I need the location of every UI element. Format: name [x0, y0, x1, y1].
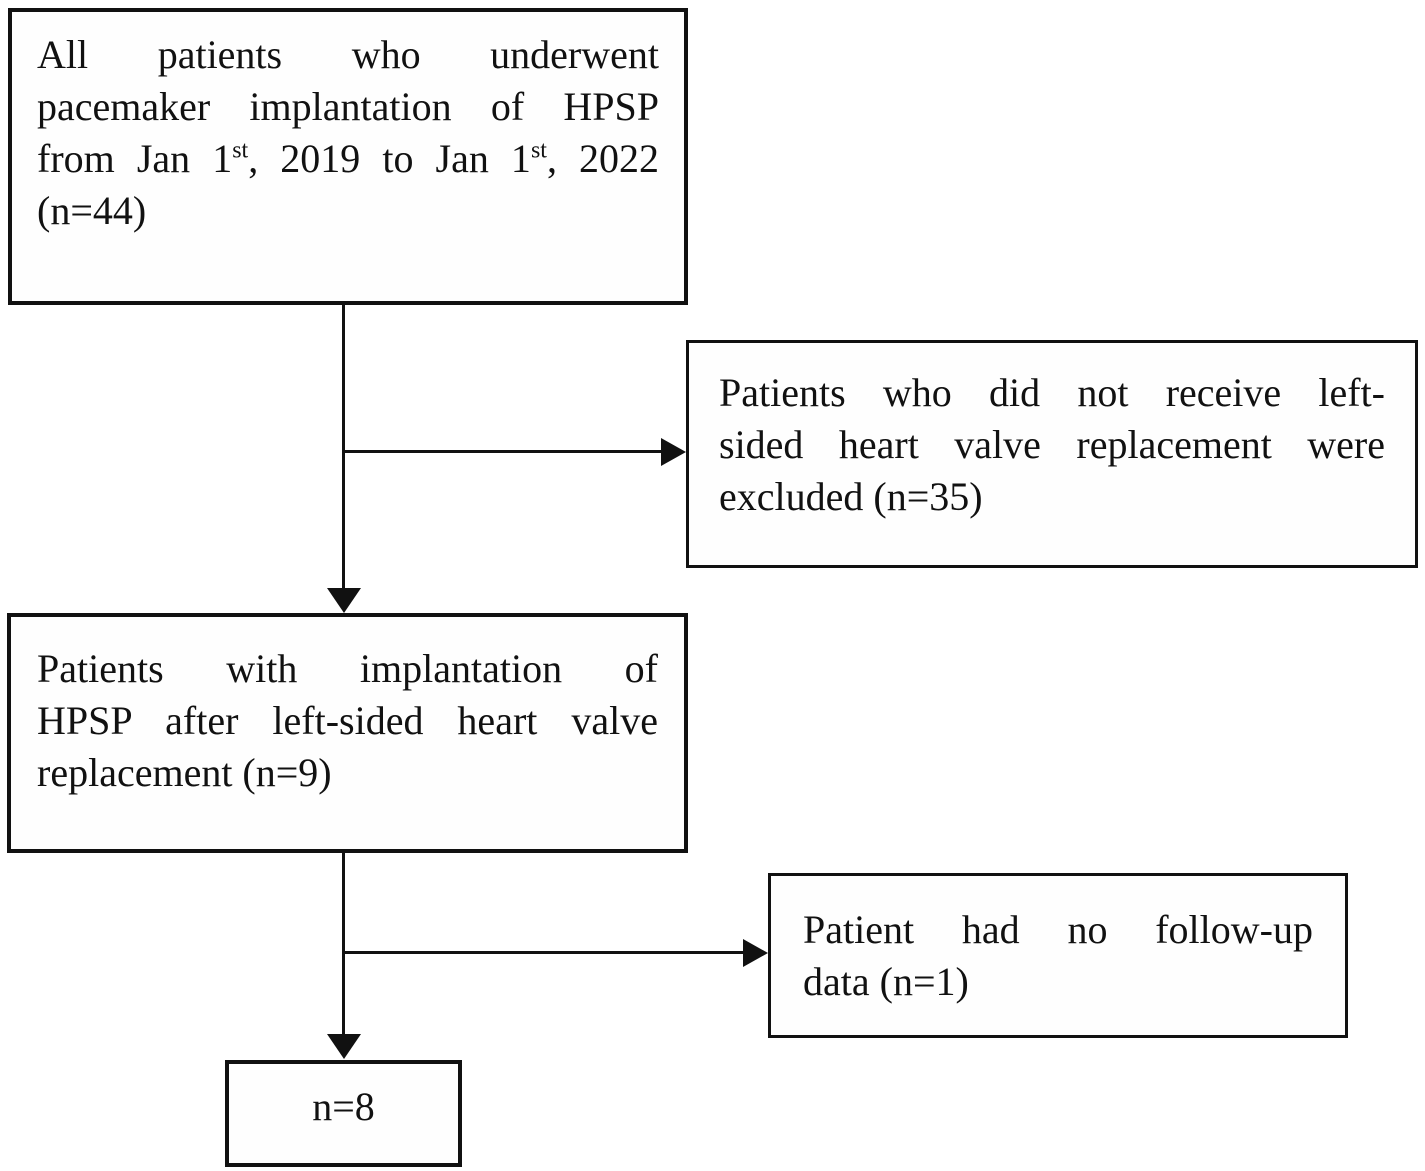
arrow-right-icon: [661, 438, 686, 466]
final-count-label: n=8: [312, 1083, 375, 1129]
flow-box-hpsp-count: replacement (n=9): [37, 750, 332, 795]
flow-box-final-count: n=8: [225, 1060, 462, 1167]
flow-box-all-patients-count: (n=44): [37, 188, 147, 233]
date-range-text: , 2022: [546, 136, 660, 181]
ordinal-superscript: st: [530, 137, 547, 164]
flow-box-excluded-line2: sided heart valve replacement were: [719, 422, 1385, 467]
flow-box-all-patients: All patients who underwent pacemaker imp…: [8, 8, 688, 305]
flow-box-all-patients-line1: All patients who underwent: [37, 32, 659, 77]
arrow-down-icon: [327, 1034, 361, 1059]
flow-box-hpsp-line1: Patients with implantation of: [37, 646, 658, 691]
flow-box-hpsp-after-valve: Patients with implantation of HPSP after…: [7, 613, 688, 853]
connector-horizontal-2: [342, 951, 743, 954]
flow-box-all-patients-line3: from Jan 1st, 2019 to Jan 1st, 2022: [37, 133, 659, 185]
arrow-right-icon: [743, 939, 768, 967]
arrow-down-icon: [327, 588, 361, 613]
date-range-text: from Jan 1: [37, 136, 233, 181]
flow-box-hpsp-line2: HPSP after left-sided heart valve: [37, 698, 658, 743]
flow-box-all-patients-line2: pacemaker implantation of HPSP: [37, 84, 659, 129]
flow-box-excluded-no-valve: Patients who did not receive left- sided…: [686, 340, 1418, 568]
connector-vertical-2: [342, 853, 345, 1036]
connector-horizontal-1: [342, 450, 662, 453]
flow-box-no-followup-line1: Patient had no follow-up: [803, 907, 1313, 952]
flow-box-excluded-count: excluded (n=35): [719, 474, 983, 519]
flow-box-no-followup-count: data (n=1): [803, 959, 969, 1004]
connector-vertical-1: [342, 305, 345, 591]
flow-box-no-followup: Patient had no follow-up data (n=1): [768, 873, 1348, 1038]
ordinal-superscript: st: [232, 137, 249, 164]
flow-box-excluded-line1: Patients who did not receive left-: [719, 370, 1385, 415]
date-range-text: , 2019 to Jan 1: [248, 136, 531, 181]
